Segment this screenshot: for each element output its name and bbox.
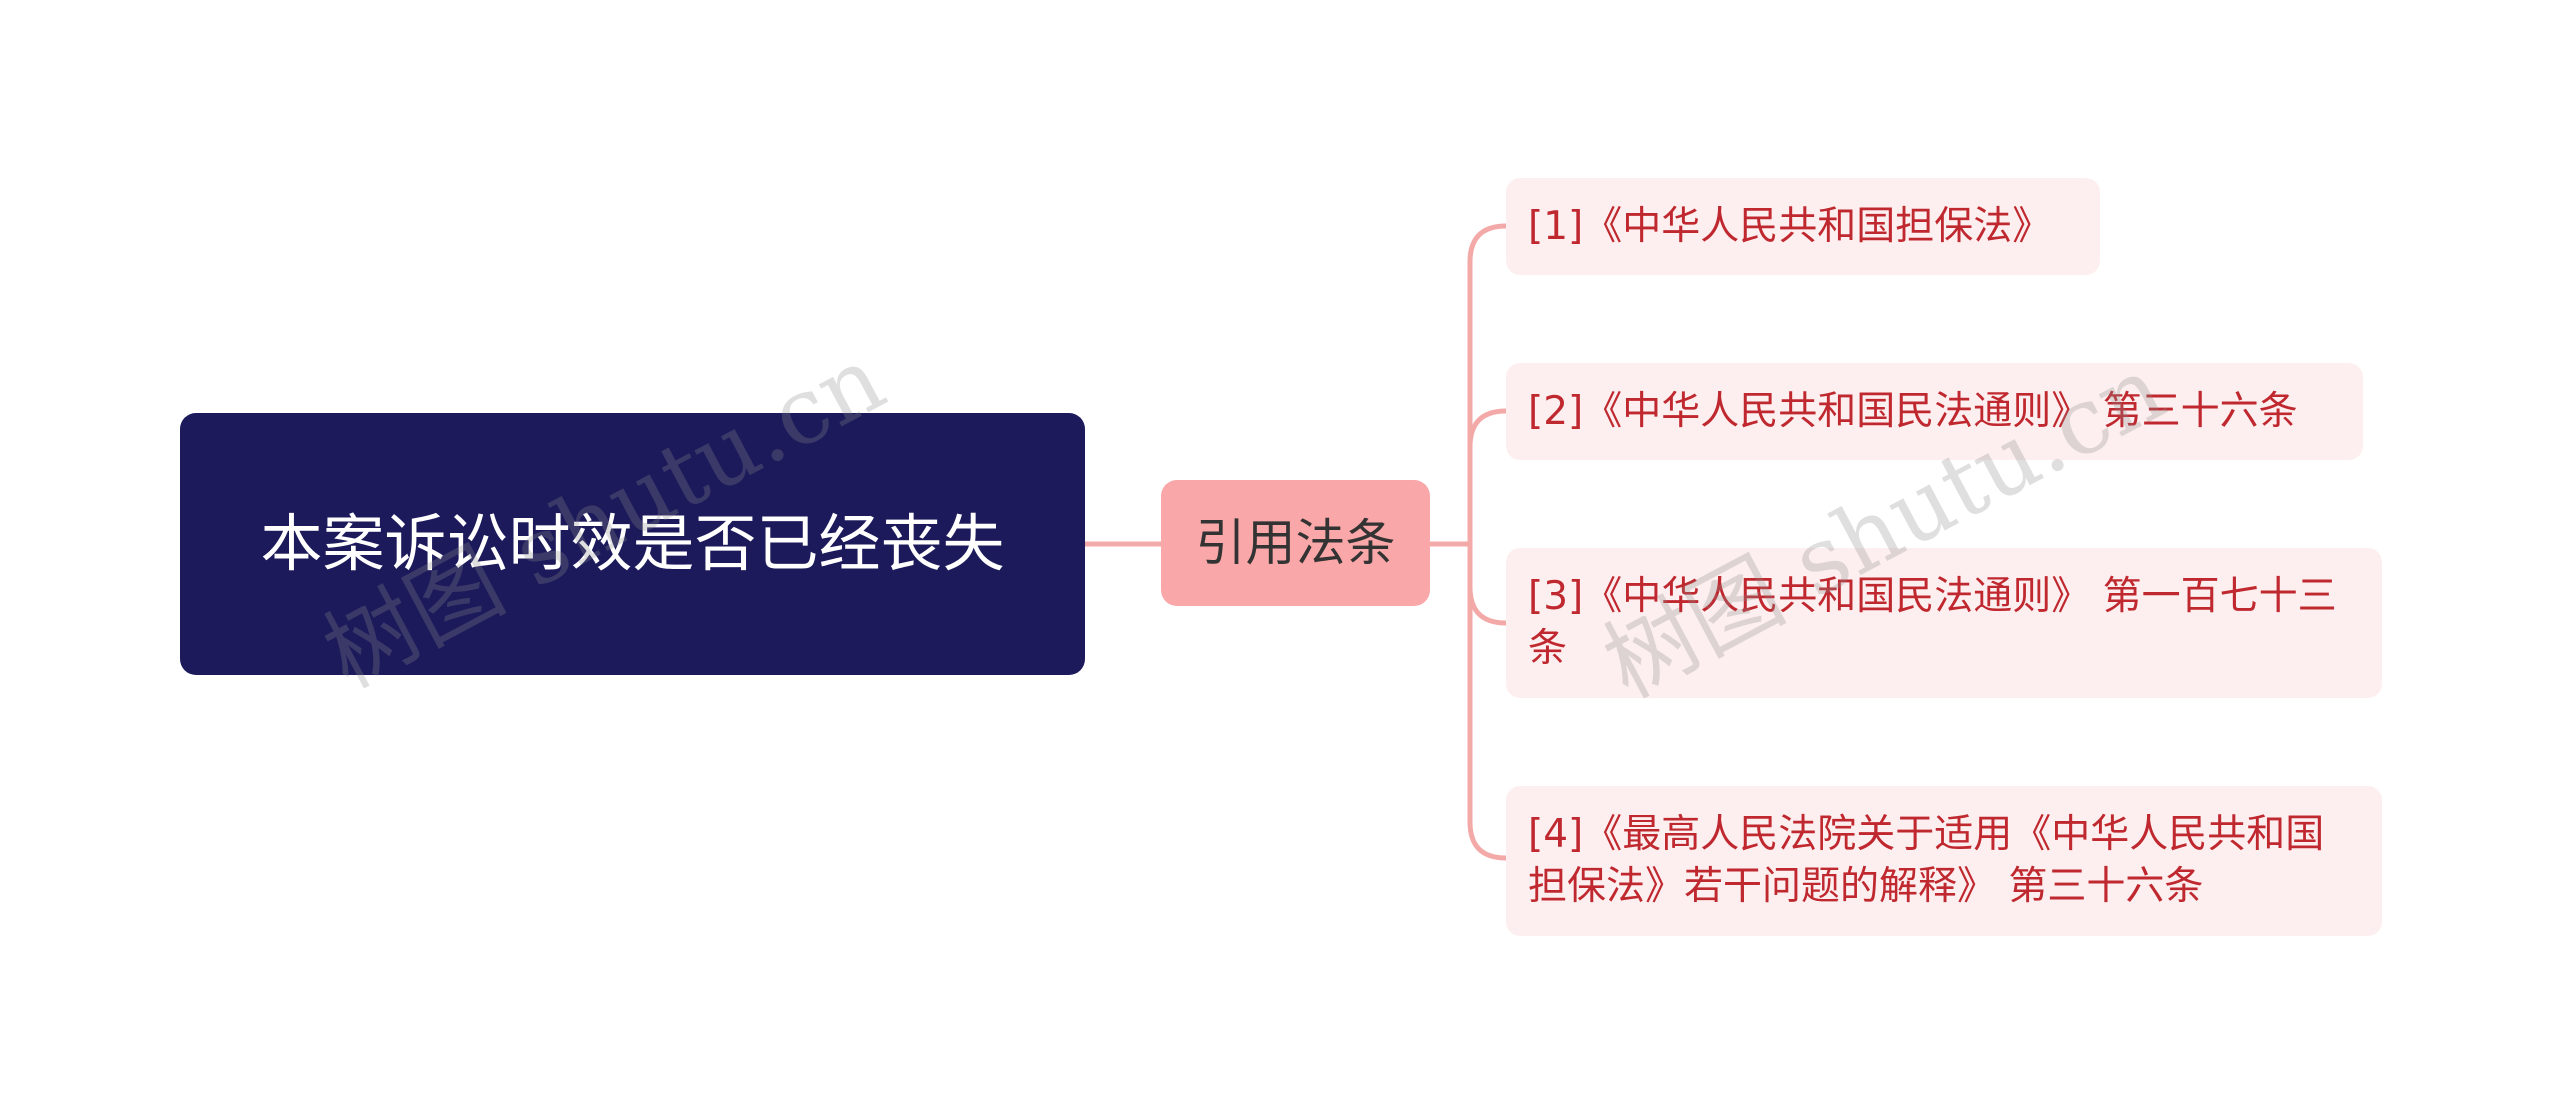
leaf-text-3: [3]《中华人民共和国民法通则》 第一百七十三条 — [1528, 574, 2337, 671]
branch-topic-text: 引用法条 — [1195, 514, 1396, 572]
leaf-text-2: [2]《中华人民共和国民法通则》 第三十六条 — [1528, 388, 2298, 434]
root-topic-text: 本案诉讼时效是否已经丧失 — [260, 507, 1005, 580]
leaf2-connector — [1467, 408, 1507, 448]
leaf-node-2[interactable]: [2]《中华人民共和国民法通则》 第三十六条 — [1506, 363, 2363, 460]
branch-topic-node[interactable]: 引用法条 — [1161, 480, 1430, 606]
leaf-node-1[interactable]: [1]《中华人民共和国担保法》 — [1506, 178, 2100, 275]
leaf-node-4[interactable]: [4]《最高人民法院关于适用《中华人民共和国担保法》若干问题的解释》 第三十六条 — [1506, 786, 2382, 936]
leaf3-connector — [1467, 586, 1507, 626]
leaf-text-4: [4]《最高人民法院关于适用《中华人民共和国担保法》若干问题的解释》 第三十六条 — [1528, 812, 2325, 909]
trunk-line — [1467, 223, 1507, 861]
root-topic-node[interactable]: 本案诉讼时效是否已经丧失 — [180, 413, 1085, 675]
leaf-text-1: [1]《中华人民共和国担保法》 — [1528, 203, 2052, 249]
leaf-node-3[interactable]: [3]《中华人民共和国民法通则》 第一百七十三条 — [1506, 548, 2382, 698]
